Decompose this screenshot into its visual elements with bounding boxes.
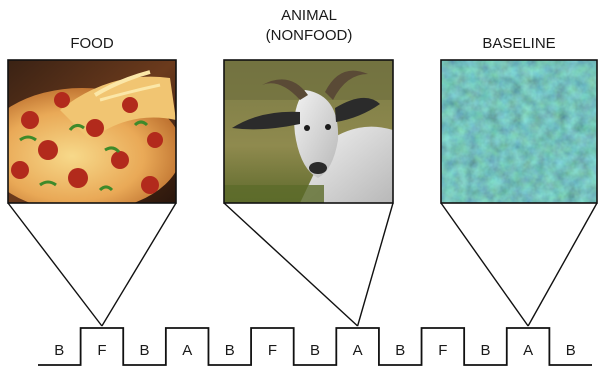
animal-image [224,60,393,203]
cone-line-baseline-right [527,202,598,327]
panel-title-baseline: BASELINE [482,35,555,52]
cone-line-animal-left [223,202,359,327]
cone-lines [7,202,598,327]
block-label-7: A [353,342,363,359]
panel-title-animal: ANIMAL (NONFOOD) [266,7,353,44]
panel-title-food-line-1: FOOD [70,35,113,52]
block-label-10: B [480,342,490,359]
cone-line-baseline-left [440,202,529,327]
block-timeline-wave [38,327,592,366]
cone-line-food-left [7,202,103,327]
block-label-3: A [182,342,192,359]
panel-title-food: FOOD [70,35,113,52]
block-label-0: B [54,342,64,359]
block-label-12: B [566,342,576,359]
block-label-4: B [225,342,235,359]
baseline-image [441,60,597,203]
block-label-11: A [523,342,533,359]
panel-title-baseline-line-1: BASELINE [482,35,555,52]
food-image-frame [7,59,177,204]
animal-image-frame [223,59,394,204]
cone-line-animal-right [356,202,394,327]
block-label-8: B [395,342,405,359]
block-label-1: F [97,342,106,359]
cone-line-food-right [101,202,177,327]
panel-title-animal-line-1: ANIMAL [281,7,337,24]
block-label-5: F [268,342,277,359]
panel-title-animal-line-2: (NONFOOD) [266,27,353,44]
block-label-9: F [438,342,447,359]
block-label-2: B [139,342,149,359]
baseline-image-frame [440,59,598,204]
block-label-6: B [310,342,320,359]
food-image [8,60,176,203]
